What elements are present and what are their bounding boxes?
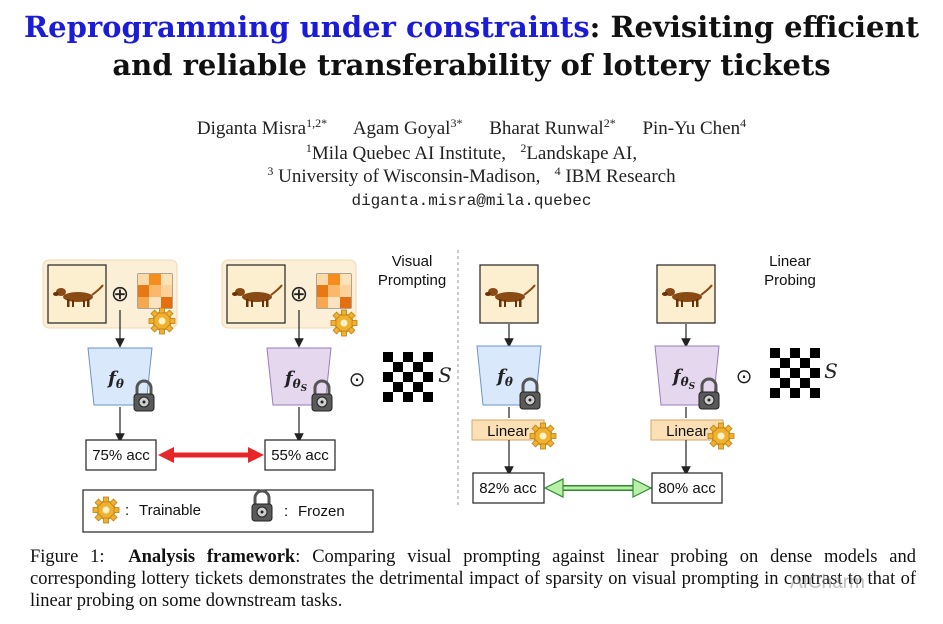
vp-sparse-input-panel: ⊕ — [221, 259, 358, 337]
author-email: diganta.misra@mila.quebec — [351, 192, 592, 210]
dog-image — [47, 264, 107, 324]
mask-product-symbol: ⊙ — [349, 367, 366, 391]
dog-image — [479, 264, 539, 324]
vp-section-title-2: Prompting — [378, 272, 446, 289]
affiliation-sup: 3 — [267, 164, 274, 178]
author-sup: 4 — [740, 116, 747, 130]
svg-text:fθ: fθ — [495, 366, 513, 389]
lp-sparse-linear-label: Linear — [666, 423, 708, 440]
lp-section-title-2: Probing — [764, 272, 816, 289]
caption-label: Figure 1: — [30, 547, 105, 567]
vp-comparison-arrow — [158, 447, 264, 463]
figure-1: ⊕ fθ 75% acc ⊕ fθS ⊙ S 55% acc Visual Pr… — [0, 240, 943, 540]
affiliation-name: Mila Quebec AI Institute, — [311, 143, 507, 164]
visual-prompt-image — [316, 273, 352, 309]
svg-text:fθ: fθ — [106, 368, 124, 391]
legend: : Trainable : Frozen — [82, 489, 374, 533]
mask-label: S — [438, 363, 452, 387]
watermark: AICharm — [790, 572, 865, 593]
sparsity-mask — [770, 348, 820, 398]
gear-icon — [707, 422, 735, 450]
plus-symbol: ⊕ — [290, 282, 308, 307]
gear-icon — [529, 422, 557, 450]
lp-comparison-arrow — [543, 478, 653, 498]
vp-section-title-1: Visual — [392, 253, 433, 270]
lp-dense-acc: 82% acc — [479, 480, 537, 497]
author-name: Diganta Misra — [196, 118, 307, 139]
figure-caption: Figure 1: Analysis framework: Comparing … — [30, 546, 916, 612]
vp-sparse-model: fθS — [266, 347, 334, 413]
gear-icon — [92, 496, 120, 524]
title-highlight: Reprogramming under constraints — [24, 10, 590, 44]
lp-sparse-acc: 80% acc — [658, 480, 716, 497]
affiliation-line-1: 1Mila Quebec AI Institute, 2Landskape AI… — [0, 141, 943, 165]
lp-sparse-model: fθS — [654, 345, 721, 411]
author-mark: * — [609, 116, 616, 130]
author-mark: * — [321, 116, 328, 130]
plus-symbol: ⊕ — [111, 282, 129, 307]
lp-dense-model: fθ — [476, 345, 542, 411]
svg-text:fθS: fθS — [283, 368, 308, 394]
affiliation-name: IBM Research — [565, 166, 676, 187]
lp-dense-acc-box — [472, 472, 545, 504]
svg-text::: : — [284, 503, 288, 520]
caption-text: : Comparing visual prompting against lin… — [30, 547, 917, 611]
author-mark: * — [456, 116, 463, 130]
author-name: Agam Goyal — [352, 118, 451, 139]
affiliation-name: University of Wisconsin-Madison, — [278, 166, 541, 187]
author-name: Pin-Yu Chen — [642, 118, 741, 139]
lp-section-title-1: Linear — [769, 253, 811, 270]
affiliation-line-2: 3 University of Wisconsin-Madison, 4 IBM… — [0, 164, 943, 188]
vp-dense-input-panel: ⊕ — [42, 259, 178, 335]
affiliation-name: Landskape AI, — [526, 143, 638, 164]
author-sup: 1,2 — [306, 116, 322, 130]
sparsity-mask — [383, 352, 433, 402]
title-line2: and reliable transferability of lottery … — [112, 48, 831, 82]
lp-dense-linear-label: Linear — [487, 423, 529, 440]
dog-image — [656, 264, 716, 324]
author-name: Bharat Runwal — [489, 118, 604, 139]
svg-text::: : — [125, 502, 129, 519]
vp-sparse-acc: 55% acc — [271, 447, 329, 464]
framework-diagram: ⊕ fθ 75% acc ⊕ fθS ⊙ S 55% acc Visual Pr… — [42, 250, 838, 533]
vp-sparse-acc-box — [264, 439, 336, 471]
gear-icon — [148, 307, 176, 335]
vp-dense-model: fθ — [87, 347, 156, 413]
affiliation-sup: 4 — [554, 164, 561, 178]
author-sup: 3 — [450, 116, 457, 130]
lp-sparse-acc-box — [651, 472, 723, 504]
vp-dense-acc-box — [85, 439, 157, 471]
affiliation-sup: 2 — [520, 141, 527, 155]
paper-title: Reprogramming under constraints: Revisit… — [0, 8, 943, 84]
title-rest: : Revisiting efficient — [589, 10, 919, 44]
author-list: Diganta Misra1,2* Agam Goyal3* Bharat Ru… — [0, 116, 943, 140]
author-sup: 2 — [603, 116, 610, 130]
legend-frozen: Frozen — [298, 503, 345, 520]
mask-label: S — [824, 359, 838, 383]
gear-icon — [330, 309, 358, 337]
caption-bold: Analysis framework — [128, 547, 296, 567]
mask-product-symbol: ⊙ — [736, 364, 753, 388]
legend-trainable: Trainable — [139, 502, 201, 519]
dog-image — [226, 264, 286, 324]
svg-text:fθS: fθS — [671, 366, 696, 392]
visual-prompt-image — [137, 273, 173, 309]
vp-dense-acc: 75% acc — [92, 447, 150, 464]
affiliation-sup: 1 — [305, 141, 312, 155]
